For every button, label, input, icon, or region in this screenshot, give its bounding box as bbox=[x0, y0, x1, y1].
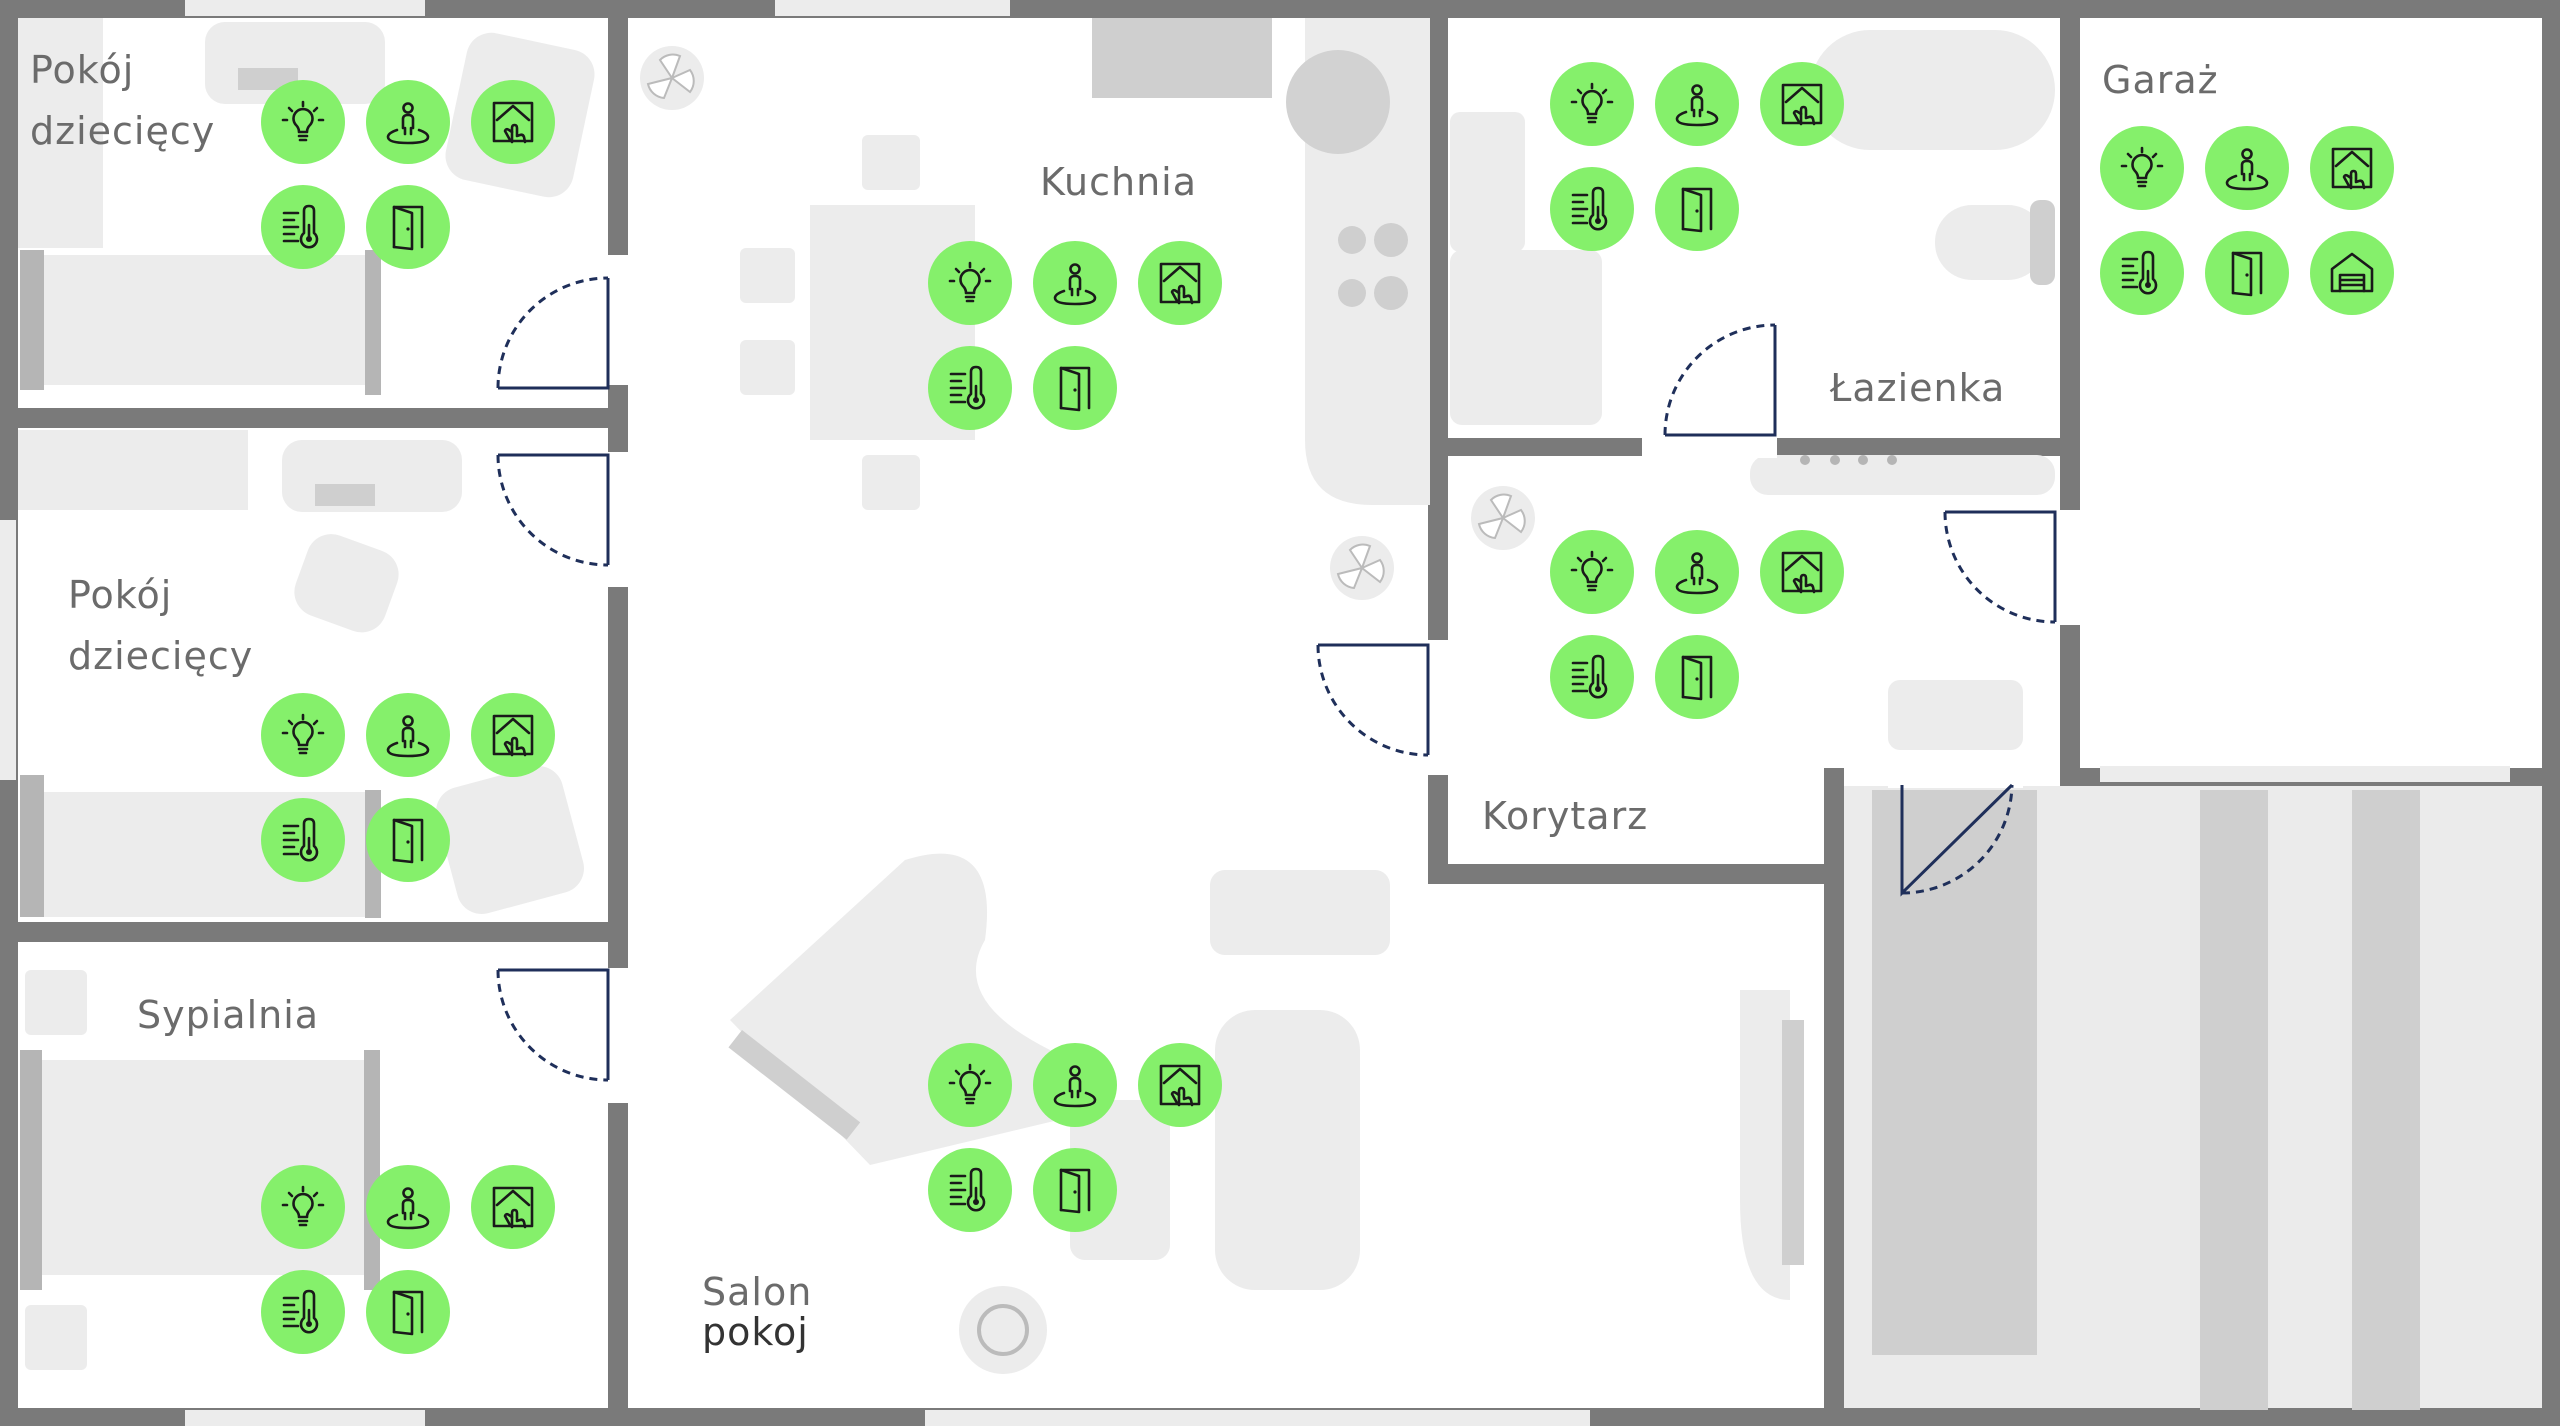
thermostat-icon[interactable] bbox=[928, 346, 1012, 430]
room-label-kids1: Pokój dziecięcy bbox=[30, 48, 216, 153]
doors bbox=[496, 276, 2057, 1082]
terrace-stripe-3 bbox=[2352, 790, 2420, 1410]
bed-frame-2 bbox=[364, 1050, 380, 1290]
thermostat-icon[interactable] bbox=[261, 798, 345, 882]
presence-icon[interactable] bbox=[366, 80, 450, 164]
presence-icon[interactable] bbox=[1655, 530, 1739, 614]
door-icon[interactable] bbox=[1655, 167, 1739, 251]
hooks bbox=[1800, 455, 1897, 465]
touch-panel-icon[interactable] bbox=[471, 693, 555, 777]
thermostat-icon[interactable] bbox=[928, 1148, 1012, 1232]
touch-panel-icon[interactable] bbox=[471, 1165, 555, 1249]
touch-panel-icon[interactable] bbox=[471, 80, 555, 164]
toilet-tank bbox=[2030, 200, 2055, 285]
piano-keys bbox=[728, 1029, 861, 1140]
door-icon[interactable] bbox=[1033, 346, 1117, 430]
presence-icon[interactable] bbox=[2205, 126, 2289, 210]
thermostat-icon[interactable] bbox=[2100, 231, 2184, 315]
bathroom-furniture bbox=[1450, 30, 2055, 750]
light-icon[interactable] bbox=[261, 1165, 345, 1249]
presence-icon[interactable] bbox=[1033, 1043, 1117, 1127]
presence-icon[interactable] bbox=[366, 1165, 450, 1249]
door-openings bbox=[606, 255, 2082, 1103]
room-label-garage: Garaż bbox=[2102, 58, 2219, 102]
touch-panel-icon[interactable] bbox=[1760, 530, 1844, 614]
light-icon[interactable] bbox=[1550, 62, 1634, 146]
wall-terrace bbox=[1824, 768, 1844, 1408]
touch-panel-icon[interactable] bbox=[1138, 241, 1222, 325]
thermostat-icon[interactable] bbox=[1550, 635, 1634, 719]
thermostat-icon[interactable] bbox=[1550, 167, 1634, 251]
presence-icon[interactable] bbox=[1033, 241, 1117, 325]
touch-panel-icon[interactable] bbox=[1760, 62, 1844, 146]
fan-icon bbox=[1330, 536, 1394, 600]
door-icon[interactable] bbox=[366, 798, 450, 882]
light-icon[interactable] bbox=[261, 693, 345, 777]
terrace-stripe-1 bbox=[1872, 790, 2037, 1355]
kids1-bed-frame bbox=[20, 250, 44, 390]
room-label-corridor: Korytarz bbox=[1482, 794, 1649, 838]
light-icon[interactable] bbox=[261, 80, 345, 164]
room-label-bedroom: Sypialnia bbox=[137, 993, 320, 1037]
door-icon[interactable] bbox=[2205, 231, 2289, 315]
thermostat-icon[interactable] bbox=[261, 185, 345, 269]
light-icon[interactable] bbox=[928, 241, 1012, 325]
room-sublabel-salon: pokoj bbox=[702, 1310, 809, 1354]
room-label-kids2: Pokój dziecięcy bbox=[68, 573, 254, 678]
touch-panel-icon[interactable] bbox=[1138, 1043, 1222, 1127]
door-icon[interactable] bbox=[1033, 1148, 1117, 1232]
door-icon[interactable] bbox=[366, 1270, 450, 1354]
room-label-salon: Salon bbox=[702, 1270, 813, 1314]
light-icon[interactable] bbox=[1550, 530, 1634, 614]
fridge bbox=[1092, 18, 1272, 98]
keyboard-2 bbox=[315, 484, 375, 506]
plant bbox=[959, 1286, 1047, 1374]
presence-icon[interactable] bbox=[1655, 62, 1739, 146]
door-icon[interactable] bbox=[366, 185, 450, 269]
light-icon[interactable] bbox=[2100, 126, 2184, 210]
bed-frame bbox=[20, 1050, 42, 1290]
room-label-kitchen: Kuchnia bbox=[1040, 160, 1198, 204]
kids1-furniture bbox=[18, 18, 595, 385]
stove bbox=[1338, 223, 1408, 310]
touch-panel-icon[interactable] bbox=[2310, 126, 2394, 210]
door-icon[interactable] bbox=[1655, 635, 1739, 719]
light-icon[interactable] bbox=[928, 1043, 1012, 1127]
presence-icon[interactable] bbox=[366, 693, 450, 777]
terrace-stripe-2 bbox=[2200, 790, 2268, 1410]
kitchen-table-round bbox=[1286, 50, 1390, 154]
tv bbox=[1782, 1020, 1804, 1265]
plant-ring bbox=[977, 1304, 1029, 1356]
fan-icon bbox=[1471, 486, 1535, 550]
kids2-bed-frame bbox=[20, 775, 44, 917]
garage-icon[interactable] bbox=[2310, 231, 2394, 315]
thermostat-icon[interactable] bbox=[261, 1270, 345, 1354]
room-label-bathroom: Łazienka bbox=[1830, 366, 2006, 410]
kids2-furniture bbox=[18, 430, 584, 917]
kids1-bed-frame-2 bbox=[365, 250, 381, 395]
fan-icon bbox=[640, 46, 704, 110]
